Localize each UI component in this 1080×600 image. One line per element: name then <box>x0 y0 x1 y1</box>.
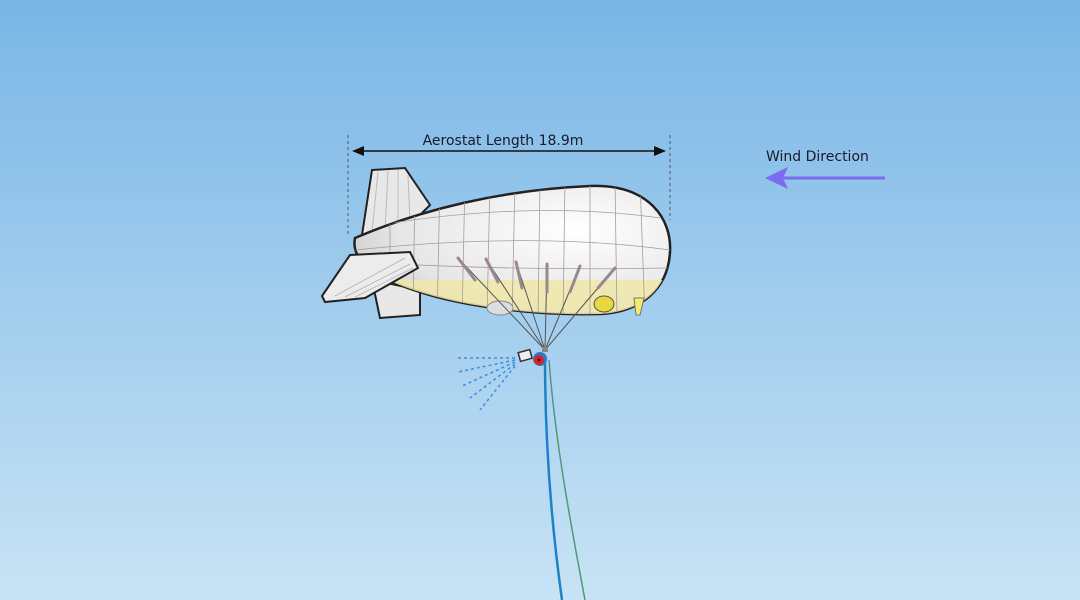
lower-left-fin <box>320 250 420 304</box>
length-dimension: Aerostat Length 18.9m <box>347 133 671 235</box>
fan-icon <box>593 295 615 313</box>
wind-direction: Wind Direction <box>765 149 885 189</box>
payload-sensor <box>455 347 548 411</box>
wind-label: Wind Direction <box>766 149 869 165</box>
secondary-line <box>548 359 586 600</box>
main-tether <box>543 357 564 600</box>
length-label: Aerostat Length 18.9m <box>423 133 584 149</box>
gondola <box>486 300 514 316</box>
nose-probe <box>633 297 645 316</box>
camera-icon <box>517 348 534 363</box>
sensor-beam-icon <box>455 357 516 411</box>
